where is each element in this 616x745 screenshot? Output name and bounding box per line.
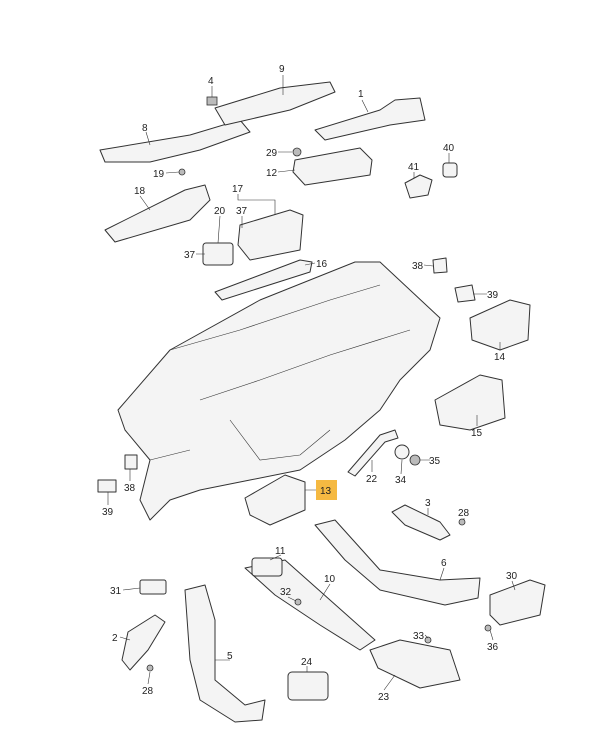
- label-38-left[interactable]: 38: [124, 483, 136, 494]
- part-35-clip[interactable]: [409, 454, 421, 466]
- part-29-screw[interactable]: [292, 147, 302, 157]
- label-39-left[interactable]: 39: [102, 507, 114, 518]
- part-28-screw-lower[interactable]: [146, 664, 154, 672]
- part-3-bracket[interactable]: [391, 504, 451, 541]
- label-41[interactable]: 41: [408, 162, 420, 173]
- part-36-screw[interactable]: [484, 624, 492, 632]
- label-28[interactable]: 28: [458, 508, 470, 519]
- label-39[interactable]: 39: [487, 290, 499, 301]
- part-16-vent-strip[interactable]: [214, 259, 313, 301]
- part-38-clip[interactable]: [432, 257, 448, 274]
- label-1[interactable]: 1: [358, 89, 364, 100]
- part-32-screw[interactable]: [294, 598, 302, 606]
- part-22-hose[interactable]: [347, 429, 399, 477]
- label-33[interactable]: 33: [413, 631, 425, 642]
- label-35[interactable]: 35: [429, 456, 441, 467]
- part-13-vent[interactable]: [244, 474, 306, 526]
- part-28-screw[interactable]: [458, 518, 466, 526]
- part-1-trim[interactable]: [314, 97, 426, 141]
- label-20[interactable]: 20: [214, 206, 226, 217]
- label-37-lower[interactable]: 37: [184, 250, 196, 261]
- label-22[interactable]: 22: [366, 474, 378, 485]
- part-14-vent[interactable]: [469, 299, 531, 351]
- part-20-motor[interactable]: [202, 242, 234, 266]
- label-29[interactable]: 29: [266, 148, 278, 159]
- label-38[interactable]: 38: [412, 261, 424, 272]
- label-37[interactable]: 37: [236, 206, 248, 217]
- label-28-lower[interactable]: 28: [142, 686, 154, 697]
- label-15[interactable]: 15: [471, 428, 483, 439]
- label-40[interactable]: 40: [443, 143, 455, 154]
- part-9-trim[interactable]: [214, 81, 336, 126]
- label-12[interactable]: 12: [266, 168, 278, 179]
- part-4-clip[interactable]: [206, 96, 218, 106]
- leader-lines: [107, 75, 516, 691]
- label-24[interactable]: 24: [301, 657, 313, 668]
- label-11[interactable]: 11: [275, 546, 286, 557]
- part-24-grille[interactable]: [287, 671, 329, 701]
- label-30[interactable]: 30: [506, 571, 518, 582]
- label-5[interactable]: 5: [227, 651, 233, 662]
- label-6[interactable]: 6: [441, 558, 447, 569]
- part-31-clip[interactable]: [139, 579, 167, 595]
- part-40-sensor[interactable]: [442, 162, 458, 178]
- label-31[interactable]: 31: [110, 586, 122, 597]
- highlight-box-13: [316, 480, 337, 500]
- part-12-speaker[interactable]: [292, 147, 373, 186]
- part-38-clip-left[interactable]: [124, 454, 138, 470]
- part-41-switch[interactable]: [404, 174, 433, 199]
- part-15-vent[interactable]: [434, 374, 506, 431]
- part-8-trim[interactable]: [99, 119, 251, 163]
- part-30-vent[interactable]: [489, 579, 546, 626]
- label-14[interactable]: 14: [494, 352, 506, 363]
- dashboard-main[interactable]: [117, 261, 441, 521]
- label-23[interactable]: 23: [378, 692, 390, 703]
- label-18[interactable]: 18: [134, 186, 146, 197]
- part-34-grommet[interactable]: [394, 444, 410, 460]
- part-23-duct[interactable]: [369, 639, 461, 689]
- label-9[interactable]: 9: [279, 64, 285, 75]
- label-34[interactable]: 34: [395, 475, 407, 486]
- part-39-sensor-left[interactable]: [97, 479, 117, 493]
- part-6-duct[interactable]: [314, 519, 481, 606]
- label-13[interactable]: 13: [320, 486, 332, 497]
- label-36[interactable]: 36: [487, 642, 499, 653]
- label-2[interactable]: 2: [112, 633, 118, 644]
- part-5-duct[interactable]: [184, 584, 266, 723]
- part-33-screw[interactable]: [424, 636, 432, 644]
- label-10[interactable]: 10: [324, 574, 336, 585]
- label-32[interactable]: 32: [280, 587, 292, 598]
- part-19-screw[interactable]: [178, 168, 186, 176]
- label-8[interactable]: 8: [142, 123, 148, 134]
- label-4[interactable]: 4: [208, 76, 214, 87]
- label-16[interactable]: 16: [316, 259, 328, 270]
- part-18-vent[interactable]: [104, 184, 211, 243]
- part-17-vent[interactable]: [237, 209, 304, 261]
- part-10-duct[interactable]: [244, 559, 376, 651]
- label-3[interactable]: 3: [425, 498, 431, 509]
- part-11-duct-end[interactable]: [251, 557, 283, 577]
- label-19[interactable]: 19: [153, 169, 165, 180]
- part-39-sensor[interactable]: [454, 284, 476, 303]
- part-2-bracket[interactable]: [121, 614, 166, 671]
- label-17[interactable]: 17: [232, 184, 244, 195]
